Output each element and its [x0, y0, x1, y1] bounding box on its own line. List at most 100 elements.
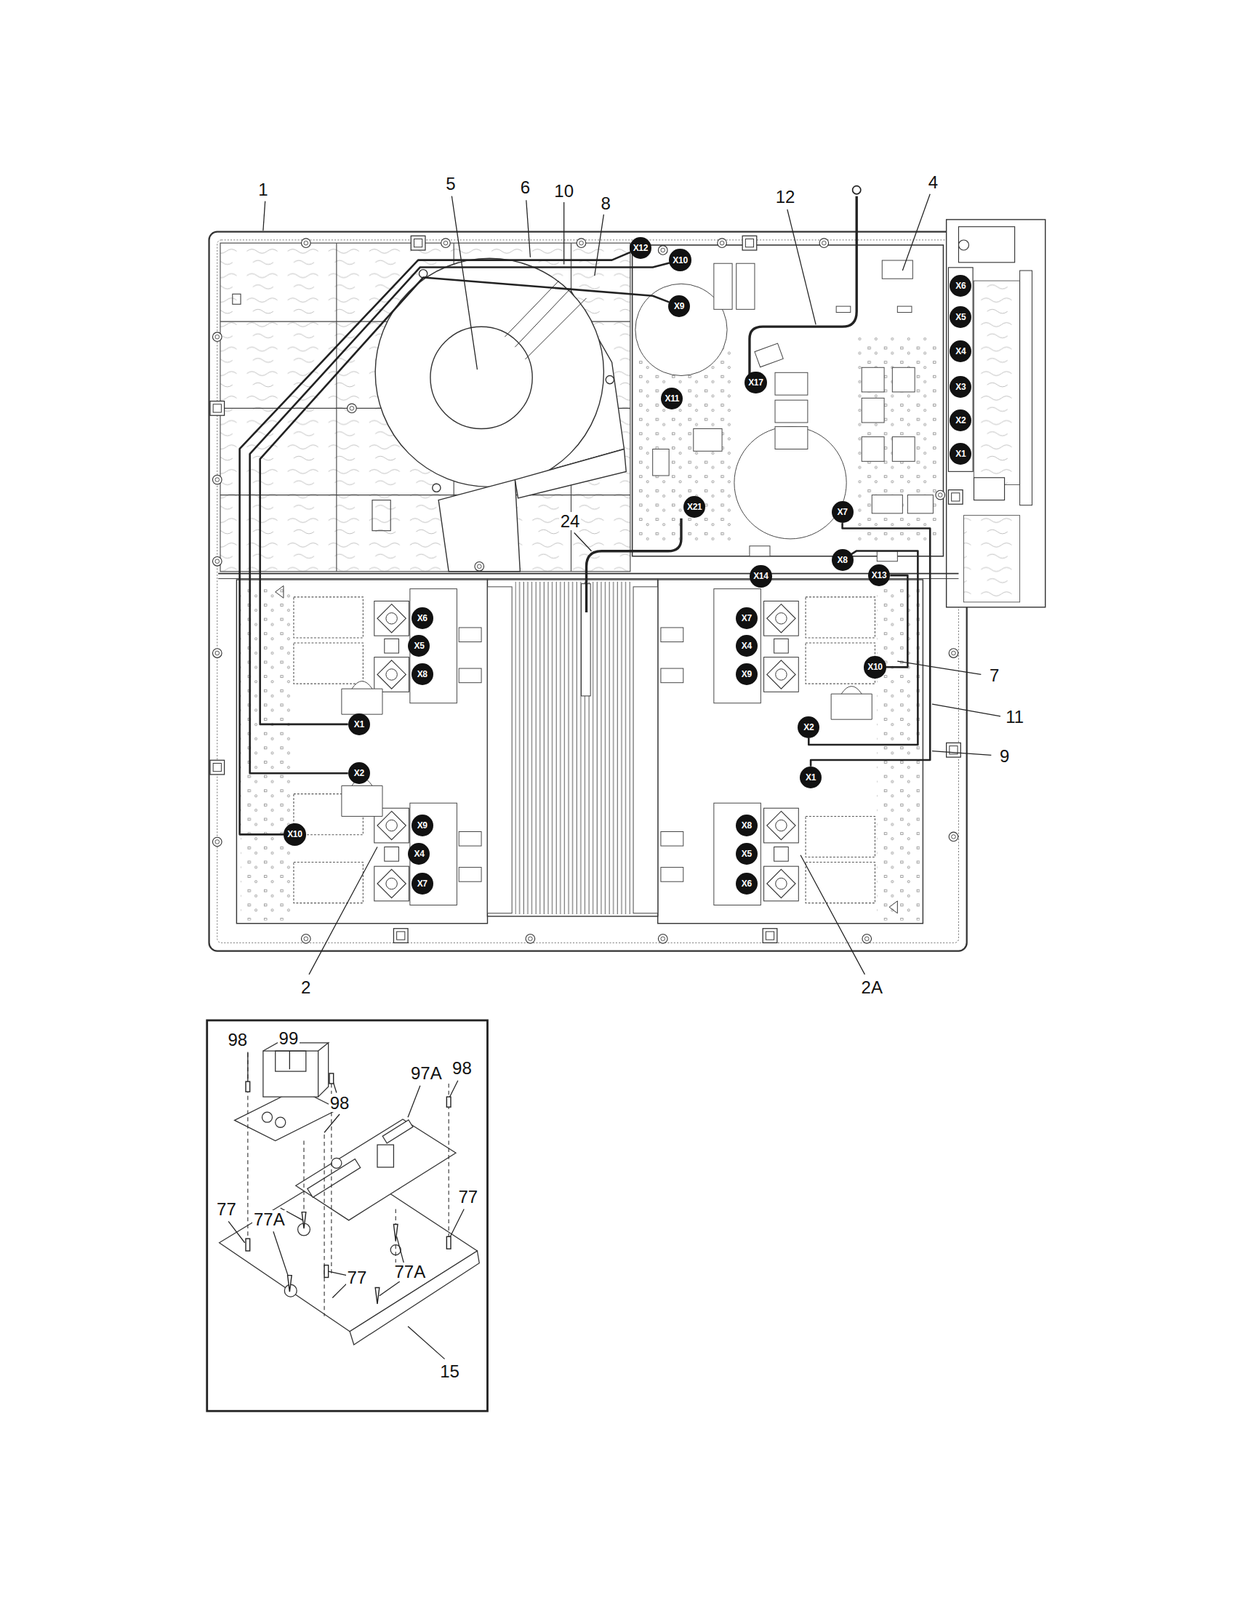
connector-marker: X8 [411, 663, 434, 685]
connector-label: X2 [955, 415, 966, 425]
connector-label: X8 [837, 555, 848, 565]
callout-number: 98 [450, 1058, 474, 1077]
connector-marker: X4 [735, 634, 758, 657]
callout-number: 7 [988, 665, 1001, 685]
connector-label: X3 [955, 382, 966, 392]
callout-number: 12 [774, 187, 797, 206]
connector-marker: X4 [949, 340, 972, 363]
connector-label: X7 [741, 613, 752, 623]
connector-label: X14 [753, 571, 768, 581]
connector-marker: X10 [283, 823, 306, 845]
wire-harness [250, 262, 670, 773]
callout-number: 24 [559, 511, 582, 531]
callout-number: 10 [552, 181, 576, 200]
wire-harness [810, 522, 930, 767]
connector-label: X8 [417, 669, 428, 679]
connector-marker: X13 [868, 564, 890, 587]
connector-label: X9 [673, 301, 685, 311]
connector-label: X12 [633, 243, 648, 253]
callout-number: 2A [860, 977, 885, 997]
connector-marker: X10 [668, 248, 691, 271]
connector-label: X5 [955, 312, 966, 322]
wire-harness [260, 277, 669, 725]
connector-marker: X6 [411, 607, 434, 629]
connector-label: X11 [664, 394, 680, 403]
connector-label: X2 [354, 768, 365, 778]
connector-label: X10 [287, 829, 302, 839]
connector-marker: X2 [797, 716, 820, 738]
callout-number: 99 [277, 1028, 301, 1047]
connector-marker: X7 [831, 500, 854, 523]
connector-marker: X7 [735, 607, 758, 629]
connector-label: X6 [417, 613, 428, 623]
connector-label: X8 [741, 820, 752, 830]
callout-number: 15 [438, 1361, 461, 1380]
connector-marker: X21 [683, 495, 706, 518]
connector-label: X1 [805, 772, 816, 782]
connector-marker: X5 [407, 634, 430, 657]
callout-number: 1 [256, 180, 270, 199]
connector-label: X4 [741, 641, 752, 650]
callout-number: 8 [599, 194, 612, 213]
connector-marker: X1 [799, 766, 822, 789]
connector-label: X7 [417, 879, 428, 888]
connector-label: X4 [413, 849, 424, 858]
wire-harness [808, 550, 918, 745]
connector-label: X13 [871, 570, 887, 580]
connector-marker: X12 [629, 237, 652, 259]
connector-marker: X3 [949, 375, 972, 398]
callout-number: 77 [346, 1267, 369, 1287]
callout-number: 4 [927, 173, 940, 192]
connector-label: X1 [955, 449, 966, 459]
connector-marker: X14 [749, 564, 772, 587]
connector-marker: X7 [411, 872, 434, 895]
connector-label: X5 [741, 849, 752, 858]
callout-number: 77 [215, 1199, 238, 1218]
connector-marker: X6 [735, 872, 758, 895]
callout-number: 98 [328, 1093, 352, 1112]
connector-label: X7 [837, 507, 848, 517]
connector-marker: X9 [411, 814, 434, 837]
connector-marker: X4 [407, 842, 430, 865]
callout-number: 77A [252, 1209, 287, 1229]
connector-marker: X8 [735, 814, 758, 837]
connector-label: X21 [687, 502, 702, 512]
wire-harness [886, 575, 909, 667]
connector-marker: X10 [863, 655, 886, 678]
connector-label: X9 [741, 669, 752, 679]
connector-label: X10 [867, 662, 882, 672]
connector-marker: X9 [668, 295, 690, 317]
connector-marker: X5 [735, 842, 758, 865]
connector-label: X6 [955, 281, 966, 291]
callout-number: 98 [226, 1030, 249, 1049]
connector-marker: X9 [735, 663, 758, 685]
connector-label: X17 [748, 378, 763, 387]
callout-number: 2 [299, 977, 312, 997]
connector-label: X2 [803, 722, 814, 732]
callout-number: 97A [409, 1063, 444, 1082]
connector-marker: X2 [348, 761, 371, 784]
connector-label: X9 [417, 820, 428, 830]
wire-harness [239, 252, 631, 835]
callout-number: 6 [519, 178, 532, 197]
callout-number: 5 [444, 174, 457, 193]
connector-marker: X11 [660, 387, 683, 410]
callout-number: 11 [1004, 707, 1026, 726]
callout-number: 9 [998, 746, 1011, 765]
connector-label: X10 [672, 255, 688, 265]
connector-marker: X5 [949, 306, 972, 328]
connector-label: X1 [354, 719, 365, 729]
connector-label: X6 [741, 879, 752, 888]
connector-marker: X6 [949, 274, 972, 297]
connector-marker: X2 [949, 409, 972, 432]
connector-marker: X17 [744, 371, 767, 394]
callout-number: 77A [393, 1262, 428, 1281]
connector-marker: X1 [348, 713, 371, 736]
connector-label: X4 [955, 346, 966, 356]
connector-label: X5 [413, 641, 424, 650]
callout-number: 77 [456, 1187, 480, 1206]
connector-marker: X8 [831, 548, 854, 571]
